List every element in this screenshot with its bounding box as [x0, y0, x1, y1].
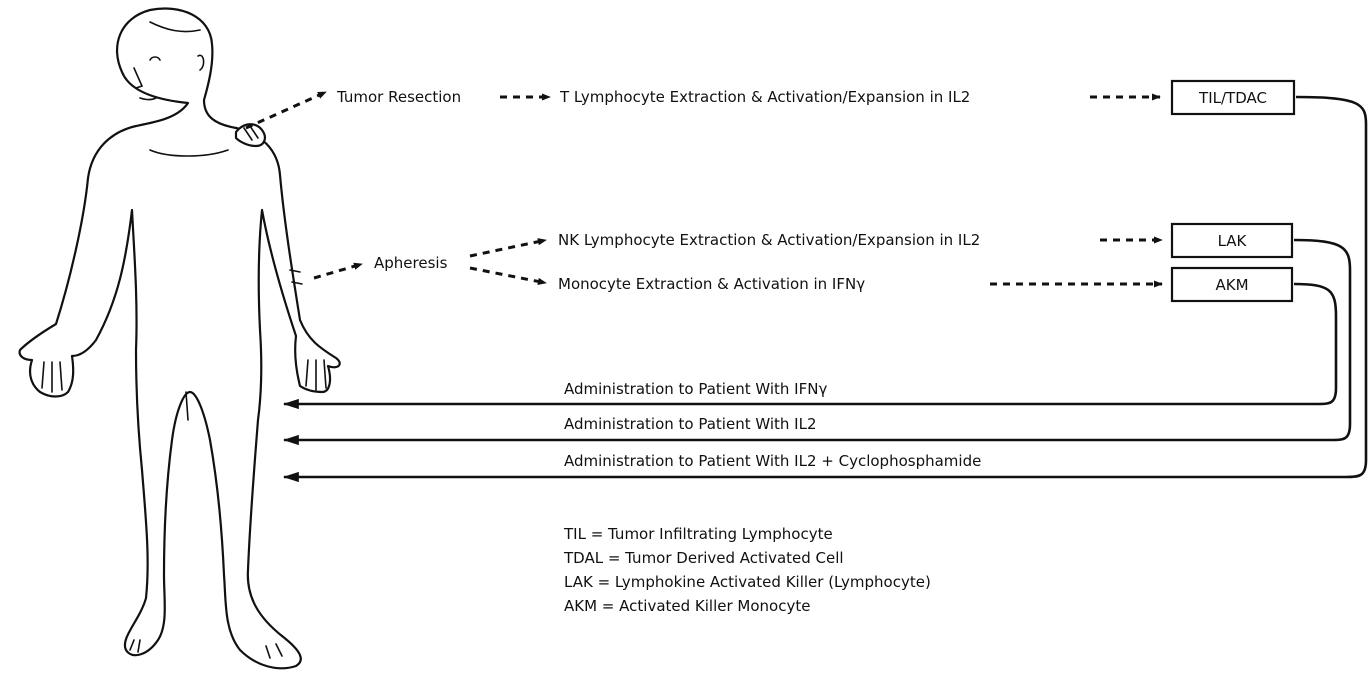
label-return-il2-cyclo: Administration to Patient With IL2 + Cyc… [564, 452, 981, 470]
legend-item-til: TIL = Tumor Infiltrating Lymphocyte [563, 525, 833, 543]
box-lak-label: LAK [1218, 232, 1248, 250]
box-til-tdac [1170, 79, 1296, 116]
label-nk-extraction: NK Lymphocyte Extraction & Activation/Ex… [558, 231, 980, 249]
label-return-il2: Administration to Patient With IL2 [564, 415, 817, 433]
arrow-to-tumor-resection [245, 90, 327, 130]
arrow-to-monocyte-extraction [469, 266, 547, 285]
return-line-akm [282, 282, 1338, 410]
box-lak [1170, 222, 1294, 259]
label-monocyte-extraction: Monocyte Extraction & Activation in IFNγ [558, 275, 865, 293]
legend-item-tdal: TDAL = Tumor Derived Activated Cell [563, 549, 844, 567]
legend-item-akm: AKM = Activated Killer Monocyte [564, 597, 810, 615]
legend-item-lak: LAK = Lymphokine Activated Killer (Lymph… [564, 573, 931, 591]
human-figure [18, 7, 341, 670]
return-line-til [282, 95, 1368, 483]
arrow-to-apheresis [313, 262, 363, 280]
legend: TIL = Tumor Infiltrating Lymphocyte TDAL… [563, 525, 931, 615]
box-akm [1170, 266, 1294, 303]
label-tumor-resection: Tumor Resection [336, 88, 461, 106]
label-t-extraction: T Lymphocyte Extraction & Activation/Exp… [559, 88, 970, 106]
arrow-to-nk-extraction [469, 238, 547, 258]
label-apheresis: Apheresis [374, 254, 448, 272]
box-akm-label: AKM [1215, 276, 1248, 294]
box-til-tdac-label: TIL/TDAC [1198, 89, 1267, 107]
label-return-ifn: Administration to Patient With IFNγ [564, 380, 827, 398]
return-line-lak [282, 238, 1352, 446]
